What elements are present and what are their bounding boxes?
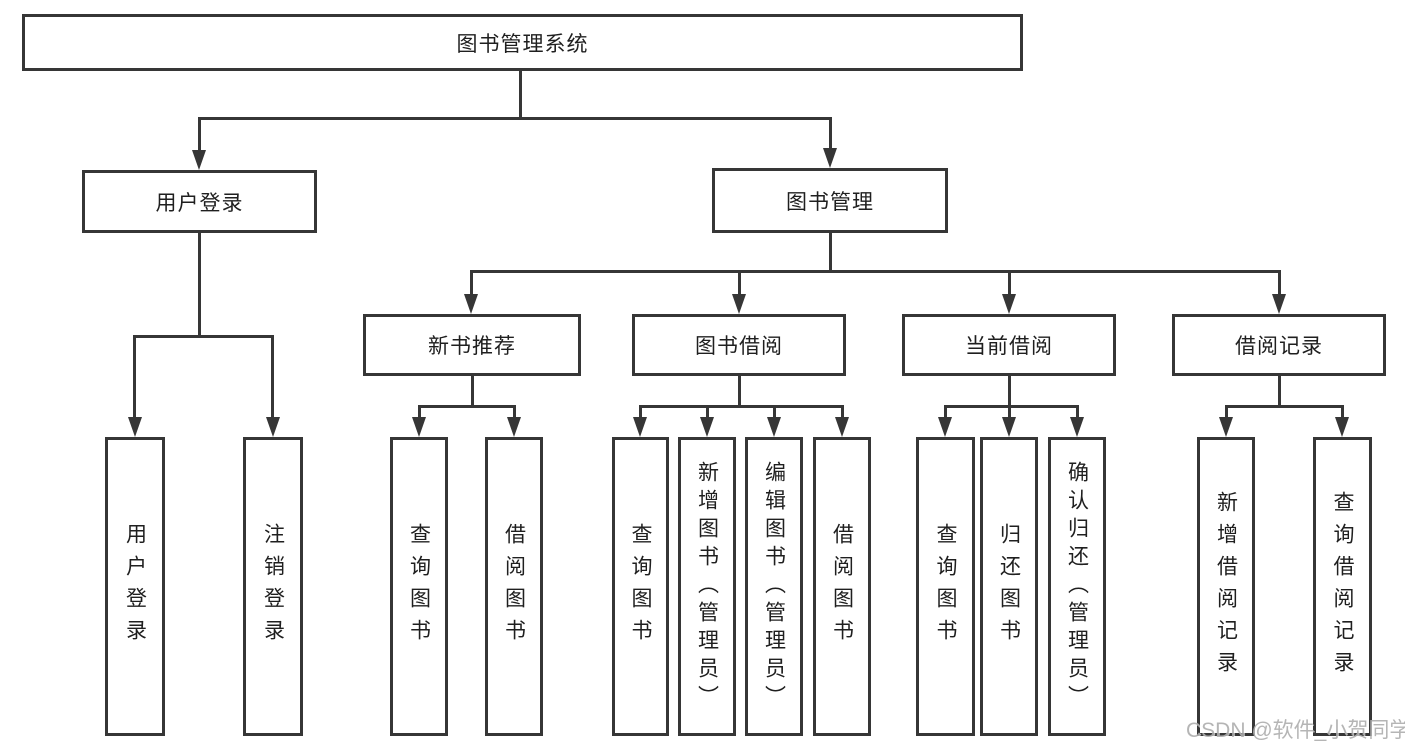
node-label: 新增借阅记录 (1214, 490, 1238, 683)
leaf-user-login: 用户登录 (105, 437, 165, 736)
connector-to-user-login (198, 117, 201, 153)
arrowhead-book-borrow (732, 294, 746, 314)
connector-to-book-management (829, 117, 832, 151)
connector-to-borrow-records (1278, 270, 1281, 296)
arrowhead-book-management (823, 148, 837, 168)
leaf-recommend-query-books: 查询图书 (390, 437, 448, 736)
connector-borrowing-c3 (773, 405, 776, 419)
arrowhead-records-c2 (1335, 417, 1349, 437)
connector-recommend-c2 (513, 405, 516, 419)
node-label: 新书推荐 (428, 335, 516, 358)
arrowhead-current-c2 (1002, 417, 1016, 437)
node-label: 查询借阅记录 (1331, 490, 1354, 683)
leaf-current-return-books: 归还图书 (980, 437, 1038, 736)
connector-root-drop (519, 69, 522, 119)
leaf-logout: 注销登录 (243, 437, 303, 736)
leaf-borrowing-add-books-admin: 新增图书（管理员） (678, 437, 736, 736)
node-label: 查询图书 (934, 522, 957, 651)
connector-current-c2 (1008, 405, 1011, 419)
node-label: 借阅记录 (1235, 335, 1323, 358)
arrowhead-borrowing-c3 (767, 417, 781, 437)
connector-book-mgmt-rail (470, 270, 1280, 273)
connector-current-c1 (944, 405, 947, 419)
leaf-records-add-record: 新增借阅记录 (1197, 437, 1255, 736)
connector-book-mgmt-drop (829, 231, 832, 272)
connector-current-drop (1008, 375, 1011, 407)
connector-recommend-c1 (418, 405, 421, 419)
connector-records-c1 (1225, 405, 1228, 419)
arrowhead-leaf-login (128, 417, 142, 437)
connector-current-rail (944, 405, 1078, 408)
node-label: 图书借阅 (695, 335, 783, 358)
node-book-management: 图书管理 (712, 168, 948, 233)
leaf-current-query-books: 查询图书 (916, 437, 975, 736)
connector-borrowing-c1 (639, 405, 642, 419)
node-label: 用户登录 (123, 522, 147, 651)
connector-to-current-borrow (1008, 270, 1011, 296)
connector-to-leaf-login (133, 335, 136, 420)
connector-current-c3 (1076, 405, 1079, 419)
node-label: 确认归还（管理员） (1065, 460, 1089, 713)
csdn-watermark: CSDN @软件_小贺同学 (1186, 719, 1405, 742)
node-label: 用户登录 (155, 191, 244, 215)
connector-records-drop (1278, 375, 1281, 407)
arrowhead-recommend-c1 (412, 417, 426, 437)
connector-to-book-borrow (738, 270, 741, 296)
leaf-borrowing-edit-books-admin: 编辑图书（管理员） (745, 437, 803, 736)
connector-borrowing-c4 (841, 405, 844, 419)
node-label: 当前借阅 (965, 335, 1053, 358)
connector-records-rail (1225, 405, 1344, 408)
node-label: 图书管理 (786, 190, 874, 214)
connector-borrowing-rail (639, 405, 843, 408)
connector-recommend-rail (418, 405, 516, 408)
arrowhead-records-c1 (1219, 417, 1233, 437)
leaf-borrowing-query-books: 查询图书 (612, 437, 669, 736)
node-current-borrowing: 当前借阅 (902, 314, 1116, 376)
leaf-recommend-borrow-books: 借阅图书 (485, 437, 543, 736)
leaf-borrowing-borrow-books: 借阅图书 (813, 437, 871, 736)
connector-recommend-drop (471, 375, 474, 407)
connector-borrowing-drop (738, 375, 741, 407)
node-label: 归还图书 (997, 522, 1021, 651)
arrowhead-recommend-c2 (507, 417, 521, 437)
connector-user-login-rail (133, 335, 274, 338)
arrowhead-borrowing-c4 (835, 417, 849, 437)
connector-borrowing-c2 (706, 405, 709, 419)
arrowhead-leaf-logout (266, 417, 280, 437)
connector-root-rail (198, 117, 831, 120)
arrowhead-current-borrow (1002, 294, 1016, 314)
node-label: 注销登录 (261, 522, 285, 651)
connector-to-leaf-logout (271, 335, 274, 420)
node-borrowing-records: 借阅记录 (1172, 314, 1386, 376)
connector-to-new-book (470, 270, 473, 296)
node-label: 查询图书 (629, 522, 652, 651)
leaf-current-confirm-return-admin: 确认归还（管理员） (1048, 437, 1106, 736)
node-user-login: 用户登录 (82, 170, 317, 233)
node-label: 查询图书 (407, 522, 431, 651)
arrowhead-current-c1 (938, 417, 952, 437)
arrowhead-borrowing-c1 (633, 417, 647, 437)
node-label: 借阅图书 (830, 522, 854, 651)
node-label: 图书管理系统 (456, 32, 589, 56)
node-label: 编辑图书（管理员） (762, 460, 786, 713)
node-new-book-recommend: 新书推荐 (363, 314, 581, 376)
connector-records-c2 (1341, 405, 1344, 419)
arrowhead-borrowing-c2 (700, 417, 714, 437)
arrowhead-user-login (192, 150, 206, 170)
leaf-records-query-record: 查询借阅记录 (1313, 437, 1372, 736)
node-book-borrowing: 图书借阅 (632, 314, 846, 376)
node-label: 新增图书（管理员） (695, 460, 719, 713)
arrowhead-new-book (464, 294, 478, 314)
node-label: 借阅图书 (502, 522, 526, 651)
node-library-system: 图书管理系统 (22, 14, 1023, 71)
arrowhead-borrow-records (1272, 294, 1286, 314)
connector-user-login-drop (198, 231, 201, 337)
arrowhead-current-c3 (1070, 417, 1084, 437)
